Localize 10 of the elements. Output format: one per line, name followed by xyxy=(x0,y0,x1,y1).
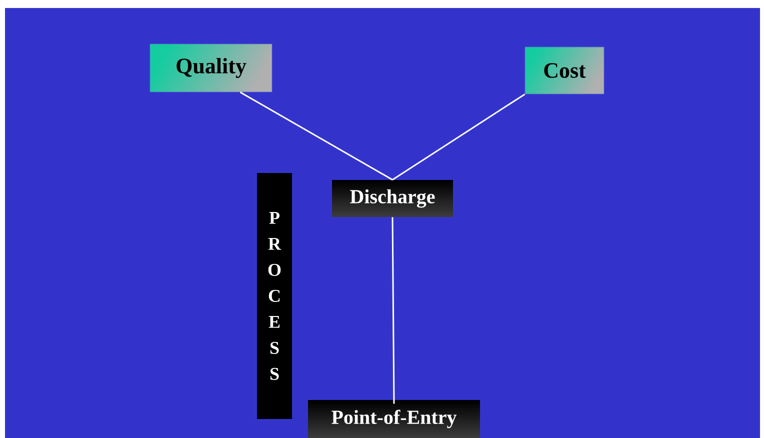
connector-line xyxy=(392,94,526,180)
stage-box: Discharge xyxy=(332,180,453,217)
stage-box: Point-of-Entry xyxy=(308,400,480,438)
connector-line xyxy=(392,217,395,404)
connector-line xyxy=(240,92,393,180)
node-label: Point-of-Entry xyxy=(332,410,457,428)
goal-box: Cost xyxy=(524,46,604,94)
goal-box: Quality xyxy=(150,44,272,92)
node-label: Discharge xyxy=(350,189,435,208)
vertical-bar: P R O C E S S xyxy=(257,173,292,419)
